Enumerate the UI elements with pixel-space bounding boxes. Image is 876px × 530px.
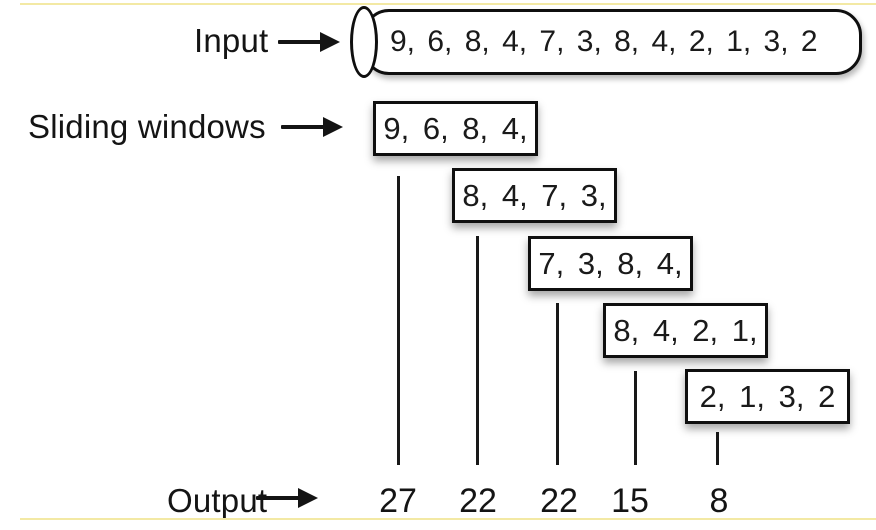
output-label: Output [167, 482, 268, 519]
window-box-5: 2, 1, 3, 2 [685, 369, 850, 424]
arrow-head [323, 117, 343, 137]
bottom-accent-rule [20, 518, 876, 520]
output-value-5: 8 [709, 482, 729, 520]
connector-line-4 [634, 371, 637, 465]
top-accent-rule [20, 3, 876, 5]
window-box-3: 7, 3, 8, 4, [528, 236, 693, 291]
cylinder-opening-icon [350, 6, 378, 78]
input-stream-cylinder: 9, 6, 8, 4, 7, 3, 8, 4, 2, 1, 3, 2 [363, 9, 862, 75]
arrow-head [298, 488, 318, 508]
window-box-1: 9, 6, 8, 4, [373, 101, 538, 156]
sliding-windows-label: Sliding windows [28, 108, 266, 145]
arrow-shaft [281, 125, 327, 129]
arrow-shaft [256, 496, 302, 500]
connector-line-5 [716, 432, 719, 465]
output-value-4: 15 [611, 482, 649, 520]
output-value-3: 22 [540, 482, 578, 520]
output-arrow-icon [256, 488, 318, 508]
connector-line-2 [476, 236, 479, 465]
arrow-head [320, 32, 340, 52]
input-arrow-icon [278, 32, 340, 52]
input-label: Input [194, 22, 269, 59]
sliding-windows-arrow-icon [281, 117, 343, 137]
connector-line-3 [556, 303, 559, 465]
window-box-2: 8, 4, 7, 3, [452, 168, 617, 223]
output-value-1: 27 [379, 482, 417, 520]
input-stream-values: 9, 6, 8, 4, 7, 3, 8, 4, 2, 1, 3, 2 [390, 25, 818, 58]
window-box-4: 8, 4, 2, 1, [603, 303, 768, 358]
output-value-2: 22 [459, 482, 497, 520]
arrow-shaft [278, 40, 324, 44]
connector-line-1 [397, 176, 400, 465]
